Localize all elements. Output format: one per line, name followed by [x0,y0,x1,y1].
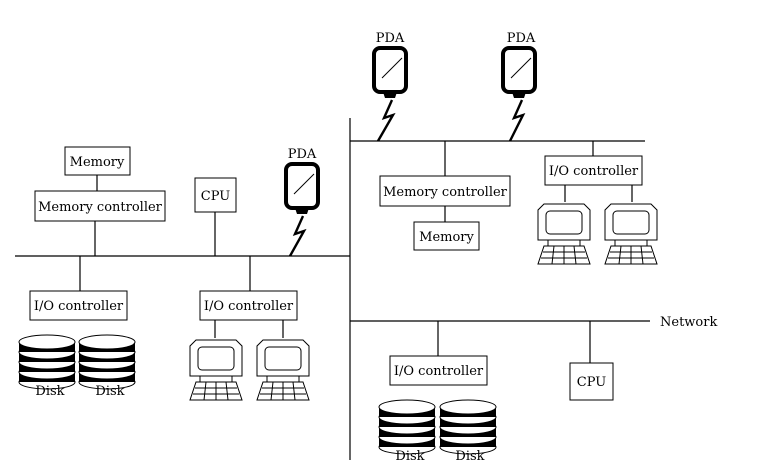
left-cpu: CPU [194,177,237,213]
pda-icon [284,162,320,216]
disk-stack-icon [78,334,136,390]
wireless-link-icon [508,99,526,142]
terminal-icon [537,203,591,265]
disk-label: Disk [395,449,424,464]
memory-label: Memory [419,230,474,245]
pda-label: PDA [507,31,536,46]
pda-icon [372,46,408,100]
left-io-controller-disks: I/O controller [29,290,128,321]
bottom-cpu: CPU [569,362,614,401]
terminal-icon [604,203,658,265]
pda-label: PDA [376,31,405,46]
right-memory-controller: Memory controller [379,175,511,207]
disk-label: Disk [35,384,64,399]
io-controller-label: I/O controller [34,299,124,314]
left-pda: PDA [284,147,320,257]
disk-stack-icon [378,399,436,455]
pda-label: PDA [288,147,317,162]
wireless-link-icon [376,99,396,142]
io-controller-label: I/O controller [394,364,484,379]
cpu-label: CPU [201,189,230,204]
pda-icon [501,46,537,100]
io-controller-label: I/O controller [204,299,294,314]
wireless-link-icon [288,215,307,257]
left-io-controller-terminals: I/O controller [199,290,298,321]
memory-label: Memory [70,155,125,170]
top-pda-right: PDA [501,31,537,142]
right-memory: Memory [413,221,480,251]
network-label: Network [660,315,717,330]
disk-stack-icon [439,399,497,455]
disk-label: Disk [455,449,484,464]
memory-controller-label: Memory controller [38,200,163,215]
memory-controller-label: Memory controller [383,185,508,200]
cpu-label: CPU [577,375,606,390]
bottom-io-controller-disks: I/O controller [389,355,488,386]
disk-stack-icon [18,334,76,390]
io-controller-label: I/O controller [549,164,639,179]
top-pda-left: PDA [372,31,408,142]
left-memory-controller: Memory controller [34,190,166,222]
terminal-icon [189,339,243,401]
left-memory: Memory [64,146,131,176]
terminal-icon [256,339,310,401]
right-io-controller-terminals: I/O controller [544,155,643,186]
disk-label: Disk [95,384,124,399]
